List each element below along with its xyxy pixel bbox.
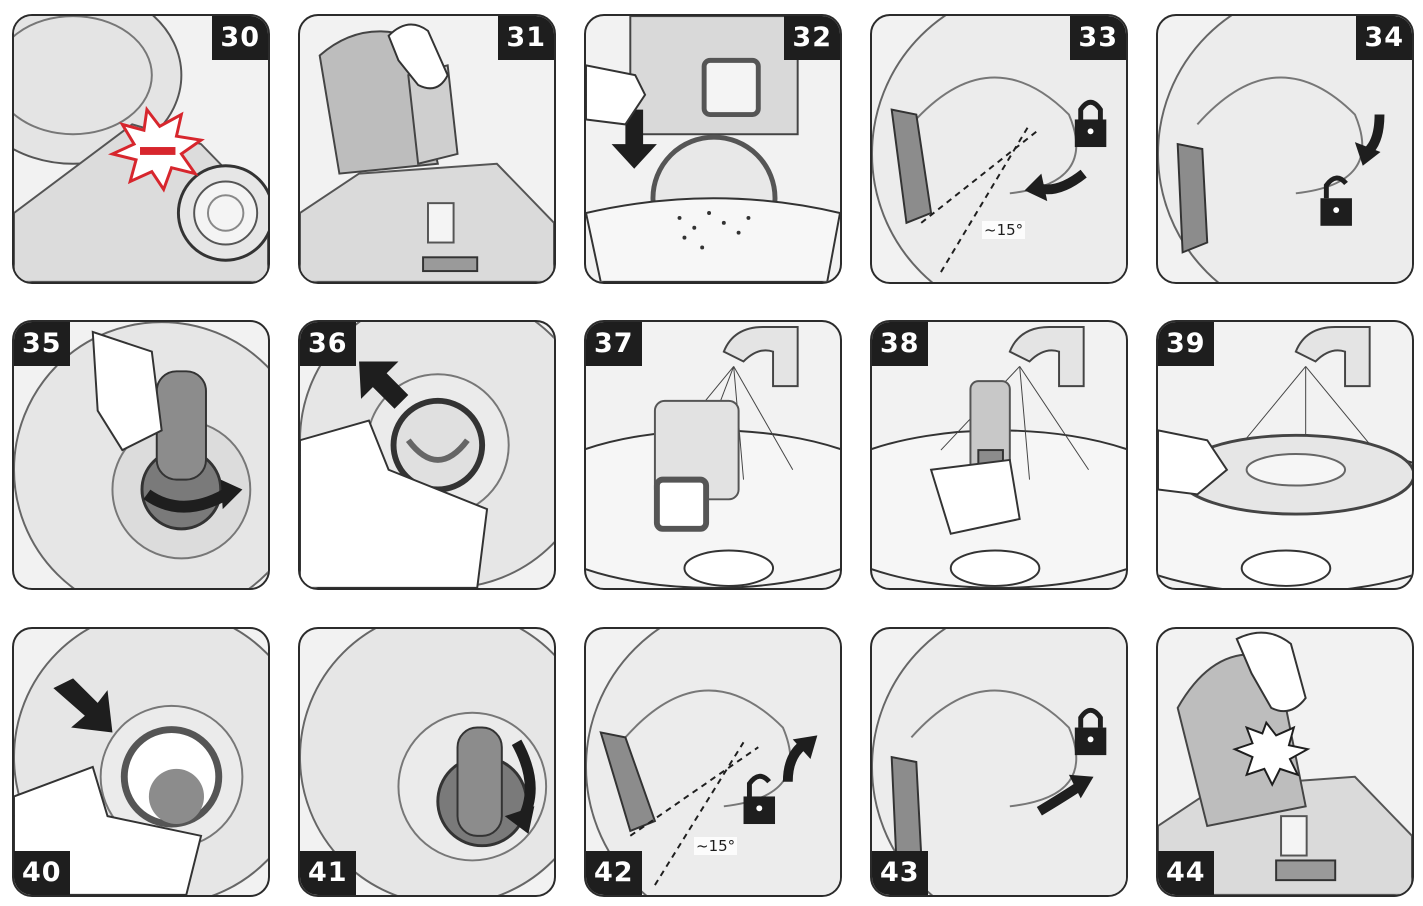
empty-bin-illustration — [586, 16, 840, 282]
step-number: 34 — [1356, 16, 1412, 60]
filter-cover-close-illustration — [1158, 631, 1412, 895]
hand-icon — [929, 458, 1021, 535]
panel-38: 38 — [870, 320, 1128, 590]
hand-icon — [586, 64, 647, 126]
hand-icon — [91, 330, 163, 452]
hand-icon — [1158, 429, 1229, 496]
arrow-icon — [359, 361, 409, 409]
step-number: 39 — [1158, 322, 1214, 366]
lock-icon — [1074, 707, 1107, 756]
cyclone-lock-twist-illustration — [300, 629, 554, 895]
panel-35: 35 — [12, 320, 270, 590]
panel-43: 43 — [870, 627, 1128, 897]
panel-44: 44 — [1156, 627, 1414, 897]
warning-burst-icon — [1232, 720, 1311, 787]
panel-41: 41 — [298, 627, 556, 897]
cyclone-twist-illustration — [14, 322, 268, 588]
step-number: 42 — [586, 851, 642, 895]
panel-32: 32 — [584, 14, 842, 284]
cyclone-remove-illustration — [300, 322, 554, 588]
step-number: 30 — [212, 16, 268, 60]
arrow-icon — [1024, 169, 1087, 202]
panel-37: 37 — [584, 320, 842, 590]
lock-icon — [1074, 99, 1107, 148]
step-number: 32 — [784, 16, 840, 60]
arrow-icon — [53, 678, 113, 733]
bin-tilt-lock-illustration — [872, 16, 1126, 282]
step-number: 35 — [14, 322, 70, 366]
arrow-icon — [782, 735, 818, 782]
panel-34: 34 — [1156, 14, 1414, 284]
arrow-icon — [1354, 114, 1385, 166]
hand-icon — [387, 23, 449, 90]
arrow-icon — [1036, 774, 1094, 816]
step-number: 44 — [1158, 851, 1214, 895]
step-number: 43 — [872, 851, 928, 895]
hand-icon — [300, 419, 489, 588]
panel-40: 40 — [12, 627, 270, 897]
hand-icon — [1235, 631, 1307, 713]
bin-tilt-unlock-illustration — [586, 629, 840, 895]
bin-unlock-illustration — [1158, 16, 1412, 282]
rinse-shroud-illustration — [872, 326, 1126, 588]
rinse-bin-illustration — [586, 326, 840, 588]
step-number: 38 — [872, 322, 928, 366]
panel-36: 36 — [298, 320, 556, 590]
angle-label: ~15° — [694, 837, 738, 855]
panel-42: ~15° 42 — [584, 627, 842, 897]
angle-label: ~15° — [982, 221, 1026, 239]
step-number: 40 — [14, 851, 70, 895]
unlock-icon — [1320, 175, 1352, 226]
arrow-icon — [611, 109, 657, 169]
step-number: 33 — [1070, 16, 1126, 60]
panel-30: 30 — [12, 14, 270, 284]
step-number: 41 — [300, 851, 356, 895]
filter-cover-illustration — [300, 23, 554, 282]
step-number: 31 — [498, 16, 554, 60]
bin-lock-illustration — [872, 629, 1126, 895]
step-number: 37 — [586, 322, 642, 366]
unlock-icon — [743, 773, 776, 825]
panel-39: 39 — [1156, 320, 1414, 590]
warning-burst-icon — [107, 105, 205, 193]
rinse-filter-illustration — [1158, 326, 1412, 588]
vacuum-body-illustration — [14, 16, 268, 282]
step-number: 36 — [300, 322, 356, 366]
cyclone-insert-illustration — [14, 629, 268, 895]
arrow-icon — [143, 479, 243, 513]
panel-33: ~15° 33 — [870, 14, 1128, 284]
arrow-icon — [504, 739, 536, 834]
panel-31: 31 — [298, 14, 556, 284]
